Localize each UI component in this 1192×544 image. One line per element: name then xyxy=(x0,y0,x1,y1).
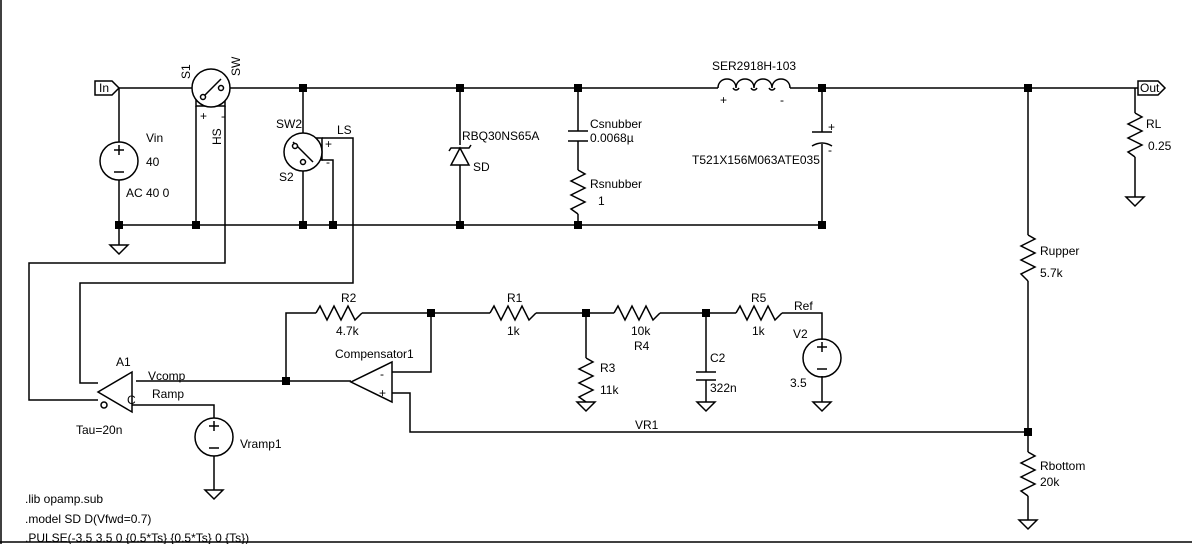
diode-model: RBQ30NS65A xyxy=(462,129,539,143)
a1-tau: Tau=20n xyxy=(76,423,122,437)
compensator-name: Compensator1 xyxy=(335,347,414,361)
r4-name: R4 xyxy=(634,339,650,353)
rupper-value: 5.7k xyxy=(1040,266,1064,280)
rupper-resistor: Rupper 5.7k xyxy=(1019,234,1079,282)
v2-value: 3.5 xyxy=(790,376,807,390)
csnubber-capacitor: Csnubber 0.0068µ xyxy=(568,117,642,145)
inductor-minus: - xyxy=(780,93,784,107)
comp-plus-mark: + xyxy=(379,386,386,400)
sw2-pin-ls: LS xyxy=(337,123,352,137)
s1-switch: S1 SW HS + - xyxy=(179,56,243,145)
inductor-name: SER2918H-103 xyxy=(712,59,796,73)
rl-resistor: RL 0.25 xyxy=(1126,112,1172,158)
compensator-opamp: - + Compensator1 xyxy=(335,347,414,404)
rsnubber-resistor: Rsnubber 1 xyxy=(569,169,642,215)
cout-plus: + xyxy=(828,120,835,134)
vr1-net-label: VR1 xyxy=(635,418,659,432)
sw2-minus-mark: - xyxy=(326,155,330,169)
r5-resistor: R5 1k xyxy=(735,291,783,338)
rl-value: 0.25 xyxy=(1148,139,1172,153)
v2-name: V2 xyxy=(793,327,808,341)
a1-name: A1 xyxy=(116,355,131,369)
r4-resistor: 10k R4 xyxy=(613,304,661,353)
r1-resistor: R1 1k xyxy=(489,291,537,338)
a1-vcomp: Vcomp xyxy=(148,369,186,383)
s1-pin-hs: HS xyxy=(210,128,224,145)
rbottom-name: Rbottom xyxy=(1040,459,1085,473)
output-capacitor: + - T521X156M063ATE035 xyxy=(692,120,835,167)
junction-dots xyxy=(115,84,1032,436)
r5-name: R5 xyxy=(751,291,767,305)
in-port-label: In xyxy=(99,81,109,95)
cout-minus: - xyxy=(828,143,832,157)
directive-line-3: .PULSE(-3.5 3.5 0 {0.5*Ts} {0.5*Ts} 0 {T… xyxy=(25,531,249,544)
wires xyxy=(28,87,1138,520)
vramp-name: Vramp1 xyxy=(240,437,282,451)
rsnubber-name: Rsnubber xyxy=(590,177,642,191)
sw2-name: SW2 xyxy=(276,117,302,131)
r2-resistor: R2 4.7k xyxy=(315,291,363,338)
c2-capacitor: C2 322n xyxy=(696,351,737,395)
vin-value: 40 xyxy=(146,155,160,169)
r3-name: R3 xyxy=(600,361,616,375)
ref-net-label: Ref xyxy=(794,299,813,313)
directive-line-1: .lib opamp.sub xyxy=(25,492,103,506)
vin-ac: AC 40 0 xyxy=(126,186,170,200)
r3-resistor: R3 11k xyxy=(577,357,619,403)
vin-source: Vin 40 AC 40 0 xyxy=(99,131,170,200)
s1-name: S1 xyxy=(179,64,193,79)
a1-comparator: C A1 Vcomp Ramp Tau=20n xyxy=(76,355,186,437)
cout-name: T521X156M063ATE035 xyxy=(692,153,820,167)
rsnubber-value: 1 xyxy=(598,194,605,208)
r2-name: R2 xyxy=(341,291,357,305)
directive-line-2: .model SD D(Vfwd=0.7) xyxy=(25,512,151,526)
r2-value: 4.7k xyxy=(336,324,360,338)
r1-value: 1k xyxy=(507,324,521,338)
diode-name: SD xyxy=(473,160,490,174)
diode-sd: RBQ30NS65A SD xyxy=(448,129,539,174)
sw2-ref: S2 xyxy=(279,170,294,184)
vin-name: Vin xyxy=(146,131,163,145)
inductor: SER2918H-103 + - xyxy=(712,59,796,107)
c2-name: C2 xyxy=(710,351,726,365)
rbottom-value: 20k xyxy=(1040,475,1060,489)
rupper-name: Rupper xyxy=(1040,244,1079,258)
inductor-plus: + xyxy=(720,93,727,107)
c2-value: 322n xyxy=(710,381,737,395)
a1-mark: C xyxy=(127,393,136,407)
comp-minus-mark: - xyxy=(380,367,384,381)
v2-source: V2 3.5 xyxy=(790,327,842,390)
rl-name: RL xyxy=(1146,117,1162,131)
s1-plus-mark: + xyxy=(200,109,207,123)
ground-symbols xyxy=(108,196,1146,531)
vramp-source: Vramp1 xyxy=(194,417,282,457)
s1-minus-mark: - xyxy=(221,109,225,123)
sw2-switch: SW2 S2 LS + - xyxy=(276,117,352,184)
r4-value: 10k xyxy=(631,324,651,338)
out-port-label: Out xyxy=(1140,81,1160,95)
a1-ramp: Ramp xyxy=(152,387,184,401)
csnubber-name: Csnubber xyxy=(590,117,642,131)
r5-value: 1k xyxy=(752,324,766,338)
spice-directives: .lib opamp.sub .model SD D(Vfwd=0.7) .PU… xyxy=(25,492,249,544)
in-port: In xyxy=(94,80,121,96)
s1-pin-sw: SW xyxy=(229,56,243,76)
r1-name: R1 xyxy=(507,291,523,305)
csnubber-value: 0.0068µ xyxy=(590,131,634,145)
sw2-plus-mark: + xyxy=(325,137,332,151)
r3-value: 11k xyxy=(600,383,619,397)
rbottom-resistor: Rbottom 20k xyxy=(1019,451,1085,497)
out-port: Out xyxy=(1137,80,1167,96)
